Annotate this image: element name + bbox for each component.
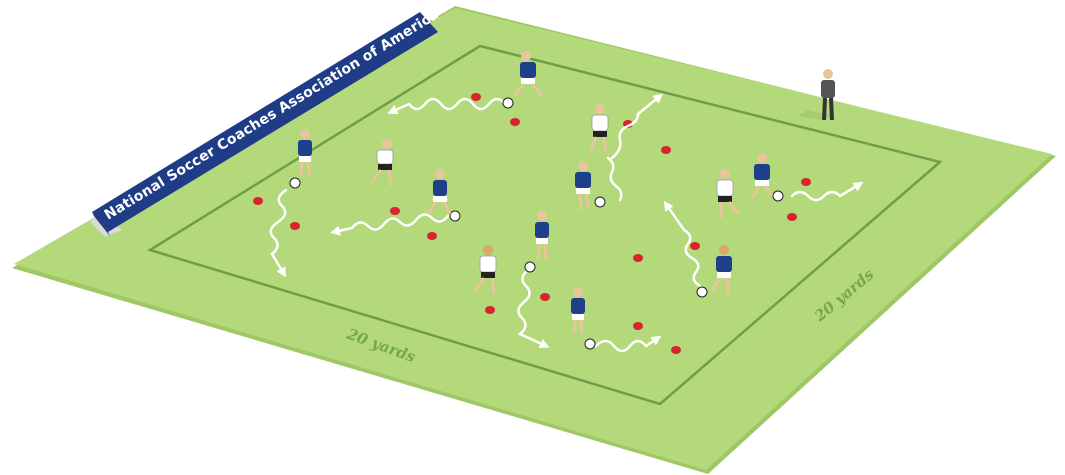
cone [633, 254, 643, 262]
cone [661, 146, 671, 154]
cone [510, 118, 520, 126]
cone [253, 197, 263, 205]
cone [787, 213, 797, 221]
soccer-ball [290, 178, 300, 188]
cone [485, 306, 495, 314]
cone [471, 93, 481, 101]
soccer-ball [595, 197, 605, 207]
cone [290, 222, 300, 230]
cone [540, 293, 550, 301]
cone [633, 322, 643, 330]
cone [671, 346, 681, 354]
soccer-ball [697, 287, 707, 297]
cone [801, 178, 811, 186]
cone [690, 242, 700, 250]
soccer-ball [585, 339, 595, 349]
soccer-ball [503, 98, 513, 108]
cone [390, 207, 400, 215]
soccer-ball [773, 191, 783, 201]
soccer-ball [525, 262, 535, 272]
soccer-ball [450, 211, 460, 221]
cone [427, 232, 437, 240]
